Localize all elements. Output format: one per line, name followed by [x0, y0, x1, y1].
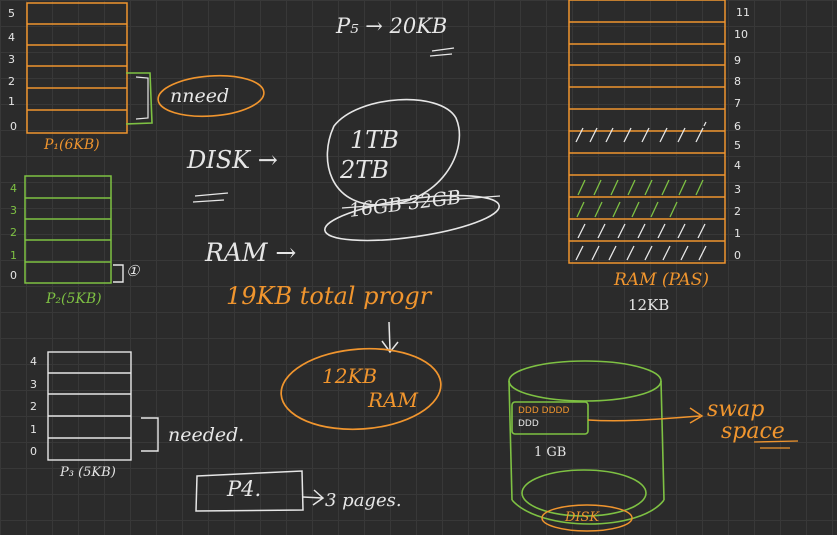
ram-label: RAM →: [205, 238, 297, 267]
ram-frame-index: 6: [734, 120, 741, 133]
p5-underline: [429, 47, 455, 57]
ram-frame-index: 0: [734, 249, 741, 262]
p2-index: 0: [10, 269, 17, 282]
p2-index: 2: [10, 226, 17, 239]
needed-note: needed.: [168, 424, 245, 446]
ram-frame-index: 8: [734, 75, 741, 88]
ram-frame-index: 7: [734, 97, 741, 110]
disk-label: DISK →: [187, 146, 278, 174]
p4-box-outline: [195, 470, 304, 512]
disk-size-1tb: 1TB: [350, 126, 399, 154]
ram-frame-table: [568, 0, 726, 264]
p1-page-table: [26, 2, 128, 134]
ram-frames-title: RAM (PAS): [614, 270, 709, 290]
ram-frames-size: 12KB: [628, 296, 670, 314]
ram-frame-index: 3: [734, 183, 741, 196]
disk-label-oval: [541, 504, 633, 532]
p3-index: 3: [30, 378, 37, 391]
disk-cylinder: [508, 360, 665, 525]
swap-label: swap: [707, 397, 765, 422]
disk-label-bottom: DISK: [565, 510, 600, 525]
p2-bracket-note: ①: [126, 262, 140, 280]
p2-bracket: [113, 264, 124, 283]
nneed-note: nneed: [170, 85, 230, 107]
ram-size-oval: [324, 194, 500, 242]
p2-page-table: [24, 175, 112, 284]
ram-frame-index: 2: [734, 205, 741, 218]
disk-block-row-2: DDD: [518, 419, 539, 429]
ram-frame-index: 11: [736, 6, 750, 19]
p2-caption: P₂(5KB): [46, 291, 102, 307]
p4-box-label: P4.: [227, 477, 262, 501]
ram-bubble-label: RAM: [368, 388, 418, 412]
disk-size-2tb: 2TB: [340, 156, 389, 184]
p3-caption: P₃ (5KB): [60, 465, 116, 480]
total-programs-note: 19KB total progr: [226, 282, 432, 310]
total-to-ram-arrow: [381, 321, 399, 354]
p3-index: 1: [30, 423, 37, 436]
p1-index: 2: [8, 75, 15, 88]
disk-size: 1 GB: [534, 445, 567, 460]
ram-frame-hatching: [575, 121, 707, 261]
p3-page-table: [47, 351, 132, 461]
p4-pages-note: 3 pages.: [325, 490, 402, 511]
p1-index: 1: [8, 95, 15, 108]
p1-index: 0: [10, 120, 17, 133]
swap-arrow: [587, 407, 704, 424]
p2-index: 3: [10, 204, 17, 217]
ram-frame-index: 5: [734, 139, 741, 152]
p4-arrow: [302, 489, 325, 506]
ram-bubble-size: 12KB: [322, 364, 378, 388]
ram-bubble-oval: [280, 347, 442, 431]
ram-frame-index: 1: [734, 227, 741, 240]
p1-bracket: [125, 72, 153, 125]
disk-size-oval: [326, 98, 461, 206]
space-label: space: [721, 419, 785, 444]
disk-block-row-1: DDD DDDD: [518, 406, 570, 416]
p1-index: 4: [8, 31, 15, 44]
nneed-oval: [157, 74, 265, 118]
p1-caption: P₁(6KB): [44, 137, 100, 153]
ram-frame-index: 9: [734, 54, 741, 67]
ram-frame-index: 10: [734, 28, 748, 41]
p3-index: 0: [30, 445, 37, 458]
p3-index: 2: [30, 400, 37, 413]
p3-index: 4: [30, 355, 37, 368]
p1-index: 5: [8, 7, 15, 20]
p2-index: 1: [10, 249, 17, 262]
ram-size-strike: [341, 195, 501, 209]
swap-underline: [753, 440, 799, 449]
p1-bracket-inner: [135, 76, 149, 120]
p5-note: P₅ → 20KB: [336, 14, 448, 38]
p3-bracket: [141, 417, 159, 452]
p1-index: 3: [8, 53, 15, 66]
disk-underline: [192, 192, 229, 203]
ram-frame-index: 4: [734, 159, 741, 172]
p2-index: 4: [10, 182, 17, 195]
